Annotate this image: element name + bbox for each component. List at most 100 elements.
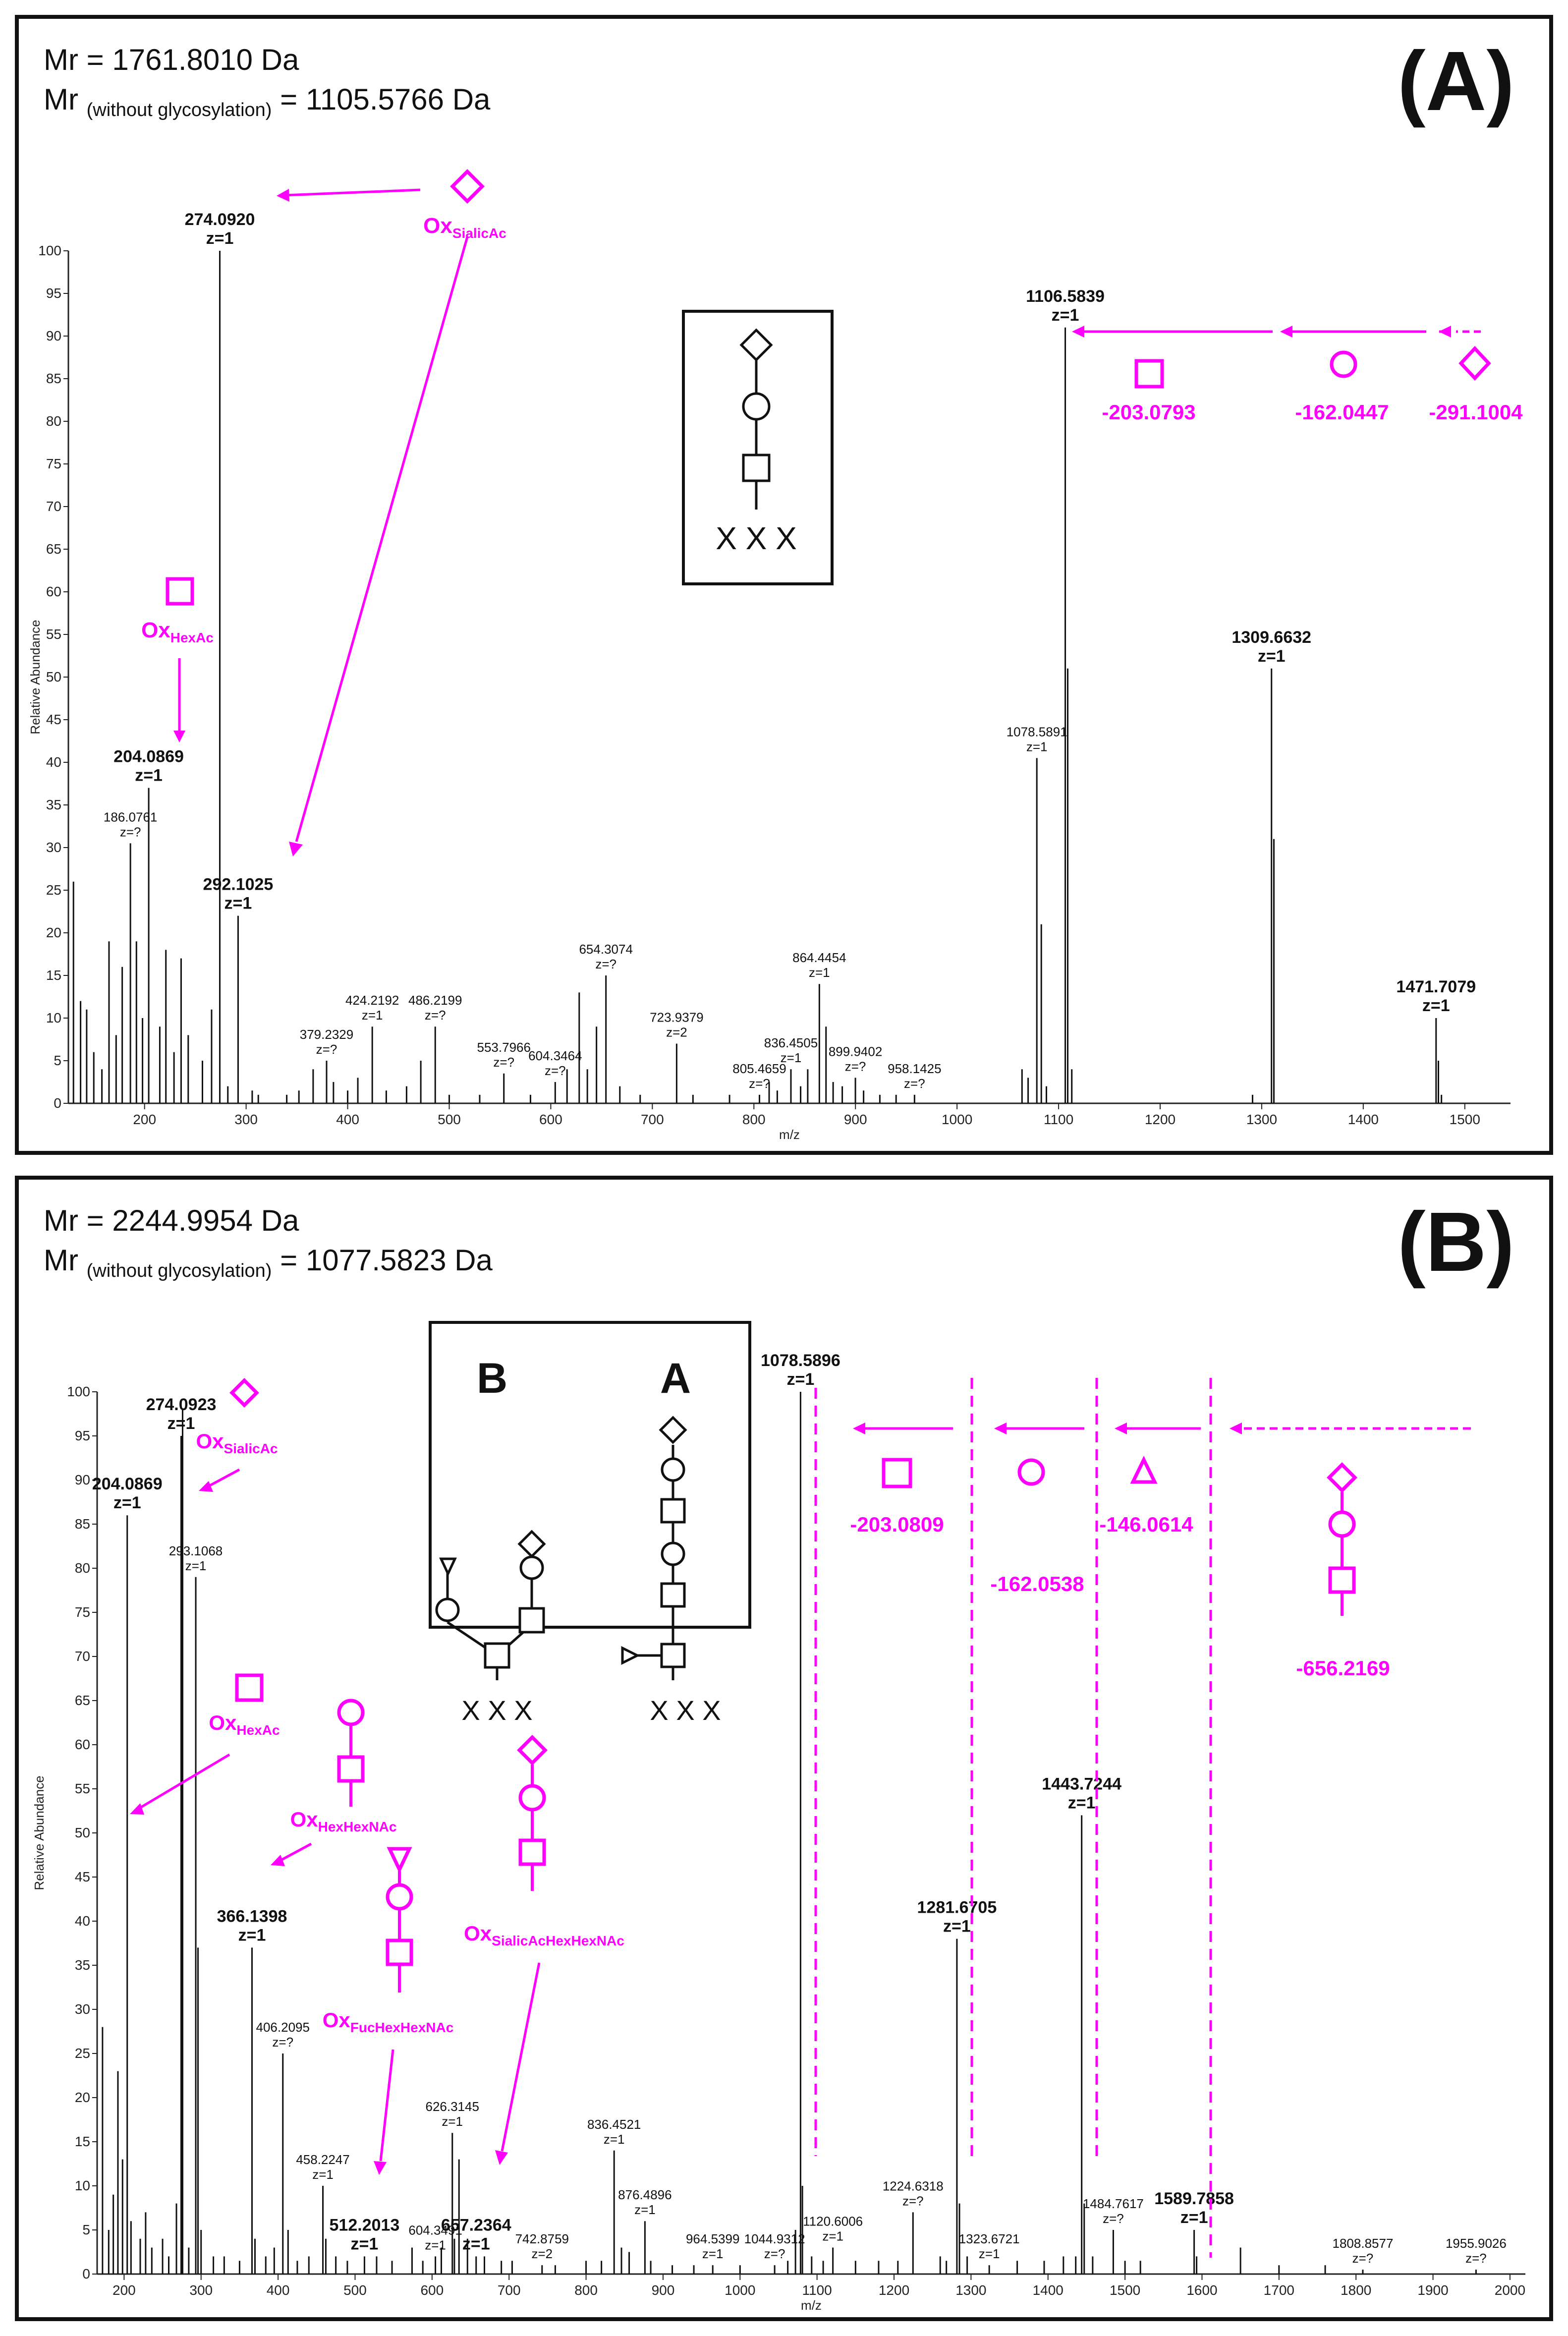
x-tick-label: 1600 — [1186, 2282, 1217, 2298]
x-tick-label: 900 — [652, 2282, 675, 2298]
b-ox-hexac-label: OxHexAc — [209, 1711, 280, 1738]
y-tick-label: 5 — [82, 2222, 90, 2237]
peak-mz-label: 1044.9312 — [744, 2231, 805, 2246]
peak-charge-label: z=? — [845, 1059, 866, 1074]
peak-mz-label: 1309.6632 — [1232, 628, 1311, 647]
y-tick-label: 45 — [75, 1869, 90, 1884]
x-tick-label: 1700 — [1264, 2282, 1294, 2298]
x-tick-label: 1300 — [955, 2282, 986, 2298]
peak-charge-label: z=? — [904, 1076, 925, 1091]
y-tick-label: 90 — [46, 328, 61, 343]
peak-charge-label: z=1 — [135, 766, 163, 785]
b-hexhex-square — [337, 1755, 365, 1783]
b-ox-hexhex-label: OxHexHexNAc — [290, 1808, 397, 1834]
inset-label-a: B — [477, 1355, 507, 1402]
peak-mz-label: 836.4521 — [587, 2117, 641, 2132]
peak-charge-label: z=? — [1103, 2211, 1124, 2226]
peak-mz-label: 876.4896 — [618, 2187, 672, 2202]
plot-area-a: 0510152025303540455055606570758085909510… — [28, 210, 1511, 1142]
peak-mz-label: 654.3074 — [579, 942, 632, 957]
x-tick-label: 2000 — [1495, 2282, 1525, 2298]
b-hexhex-circle — [337, 1699, 365, 1726]
x-tick-label: 1400 — [1033, 2282, 1064, 2298]
y-tick-label: 50 — [46, 669, 61, 684]
peak-charge-label: z=1 — [787, 1370, 815, 1389]
y-tick-label: 65 — [75, 1693, 90, 1708]
peak-mz-label: 604.3464 — [528, 1048, 582, 1063]
b-ox-sialicac-icon — [229, 1378, 259, 1408]
y-axis-label: Relative Abundance — [28, 620, 43, 734]
x-tick-label: 200 — [112, 2282, 136, 2298]
y-tick-label: 95 — [75, 1428, 90, 1443]
peak-mz-label: 1589.7858 — [1154, 2189, 1234, 2208]
y-tick-label: 40 — [75, 1913, 90, 1929]
sialic-acid-icon — [739, 328, 773, 362]
peak-mz-label: 958.1425 — [888, 1061, 941, 1076]
y-tick-label: 85 — [75, 1516, 90, 1532]
loss-162: -162.0447 — [1295, 400, 1389, 424]
peak-charge-label: z=1 — [604, 2132, 625, 2147]
peak-charge-label: z=1 — [224, 894, 252, 913]
y-tick-label: 15 — [75, 2134, 90, 2149]
x-tick-label: 200 — [133, 1112, 156, 1127]
b-loss-146: -146.0614 — [1099, 1513, 1193, 1536]
peak-mz-label: 293.1068 — [169, 1543, 223, 1558]
y-tick-label: 55 — [75, 1781, 90, 1796]
peak-charge-label: z=? — [595, 957, 616, 971]
b-fuc-triangle — [387, 1847, 412, 1874]
peak-mz-label: 292.1025 — [203, 875, 274, 894]
peak-mz-label: 723.9379 — [650, 1010, 703, 1025]
x-tick-label: 1500 — [1110, 2282, 1140, 2298]
x-tick-label: 600 — [420, 2282, 444, 2298]
x-tick-label: 800 — [574, 2282, 598, 2298]
x-tick-label: 400 — [267, 2282, 290, 2298]
peak-mz-label: 1106.5839 — [1026, 287, 1105, 306]
loss-203: -203.0793 — [1102, 400, 1195, 424]
x-tick-label: 300 — [189, 2282, 213, 2298]
x-tick-label: 1100 — [802, 2282, 832, 2298]
peak-mz-label: 204.0869 — [113, 747, 184, 766]
x-tick-label: 1200 — [879, 2282, 909, 2298]
peak-charge-label: z=2 — [531, 2246, 553, 2261]
peak-charge-label: z=1 — [1422, 996, 1450, 1015]
b-ox-fuc-label: OxFucHexHexNAc — [323, 2008, 454, 2035]
panel-a-mr: Mr = 1761.8010 Da — [44, 43, 299, 76]
loss-sialic-icon — [1458, 345, 1491, 381]
peak-charge-label: z=1 — [822, 2229, 843, 2244]
peak-charge-label: z=1 — [362, 1008, 383, 1023]
b-loss-fucose-icon — [1130, 1456, 1158, 1484]
peak-mz-label: 1224.6318 — [883, 2178, 944, 2193]
b-loss-hexnac-icon — [882, 1458, 912, 1488]
arrow-to-292 — [295, 236, 469, 842]
y-tick-label: 10 — [75, 2178, 90, 2193]
x-tick-label: 1400 — [1348, 1112, 1379, 1127]
peak-mz-label: 1471.7079 — [1396, 977, 1476, 996]
loss-hexose-icon — [1330, 350, 1357, 378]
peak-mz-label: 458.2247 — [296, 2152, 349, 2167]
hexose-circle-icon — [742, 392, 771, 421]
peak-charge-label: z=? — [545, 1063, 566, 1078]
peak-charge-label: z=1 — [1258, 647, 1286, 666]
peak-mz-label: 1120.6006 — [803, 2214, 863, 2229]
y-tick-label: 45 — [46, 712, 61, 727]
panel-a-mr-unglycosylated: Mr (without glycosylation) = 1105.5766 D… — [44, 83, 491, 120]
peak-mz-label: 1808.8577 — [1333, 2236, 1394, 2251]
peak-mz-label: 512.2013 — [330, 2216, 400, 2234]
x-tick-label: 1800 — [1341, 2282, 1371, 2298]
peak-mz-label: 1443.7244 — [1042, 1774, 1121, 1793]
y-tick-label: 40 — [46, 754, 61, 770]
y-tick-label: 75 — [75, 1604, 90, 1620]
peak-charge-label: z=? — [749, 1076, 770, 1091]
b-ox-hexac-icon — [235, 1673, 264, 1702]
peak-mz-label: 486.2199 — [408, 993, 462, 1008]
y-tick-label: 75 — [46, 456, 61, 471]
peak-charge-label: z=1 — [943, 1917, 971, 1936]
peak-mz-label: 626.3145 — [425, 2099, 479, 2114]
x-tick-label: 400 — [336, 1112, 359, 1127]
y-axis-label: Relative Abundance — [32, 1775, 47, 1890]
x-tick-label: 1100 — [1044, 1112, 1073, 1127]
x-axis-label: m/z — [801, 2298, 822, 2313]
peak-mz-label: 1484.7617 — [1083, 2196, 1144, 2211]
peak-charge-label: z=1 — [1052, 306, 1079, 325]
peak-mz-label: 805.4659 — [732, 1061, 786, 1076]
